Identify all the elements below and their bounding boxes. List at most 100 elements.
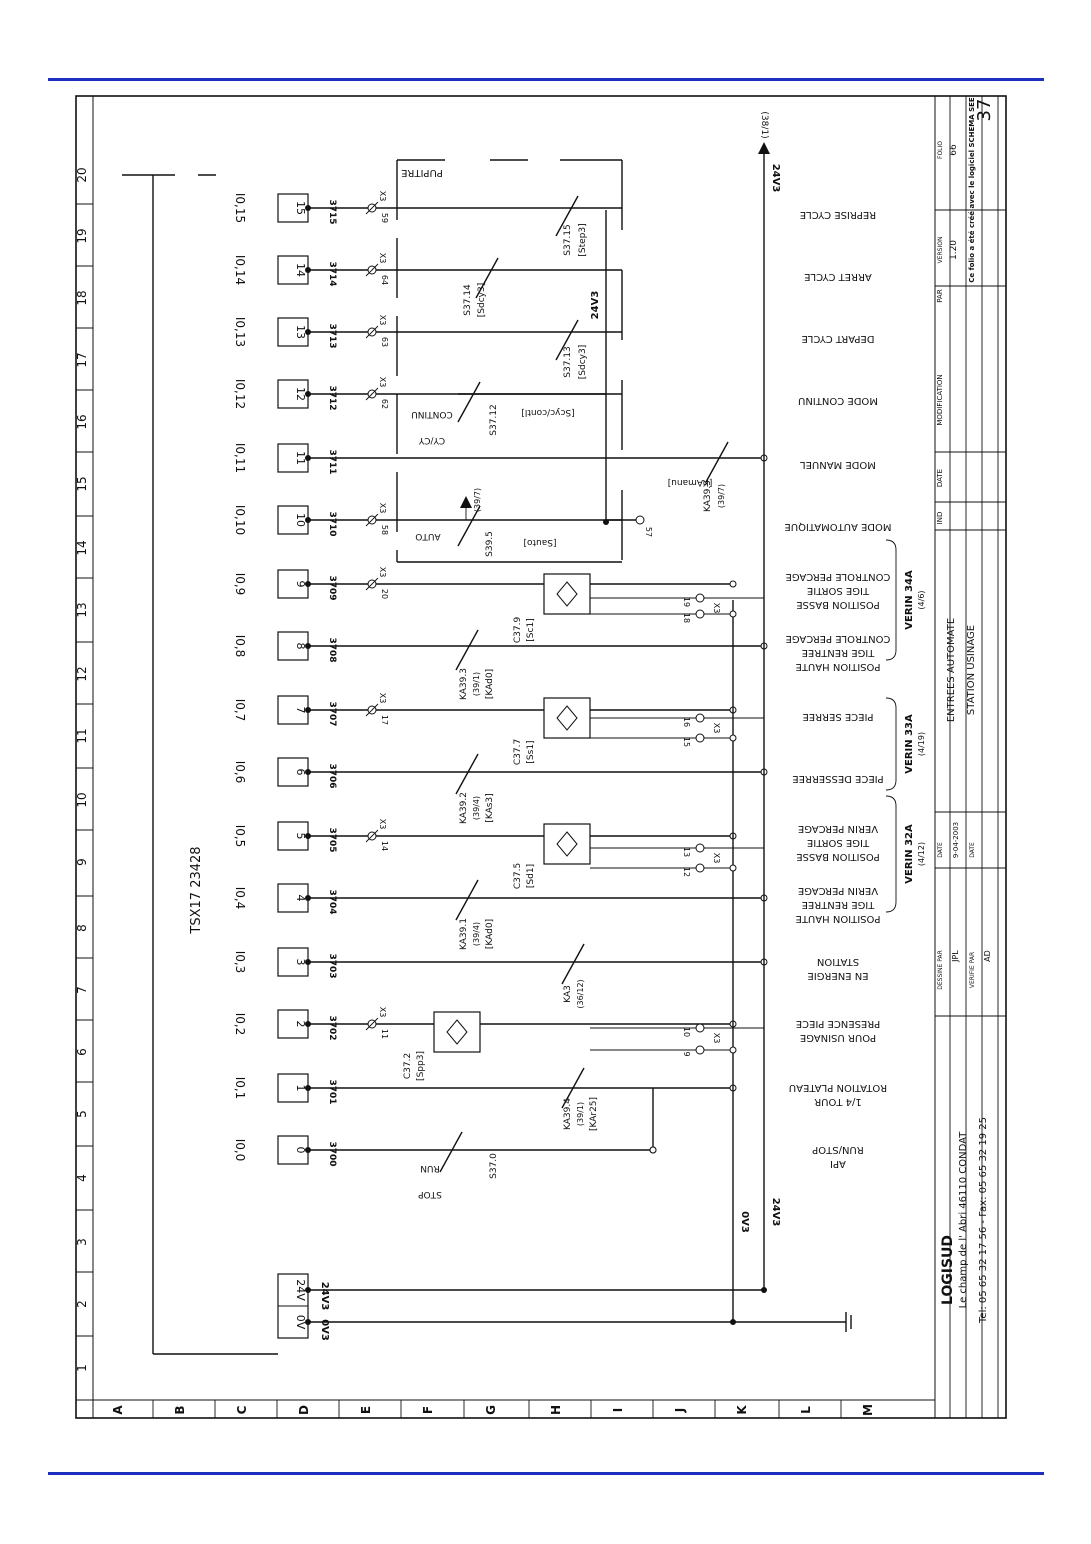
tb-date: 9-04-2003: [952, 822, 960, 858]
label-ka39-5-ref: (39/7): [717, 484, 726, 508]
group-2: VERIN 32A(4/12): [885, 795, 926, 913]
contact-blade: [555, 319, 579, 361]
col-ref-17: 17: [75, 352, 89, 367]
contact-ka39-4: [561, 1067, 585, 1109]
plc-input-terminal-number: 7: [294, 707, 307, 714]
s39-5-arrow: [460, 496, 472, 508]
contact-ka39-5: [705, 441, 729, 483]
group-ref: (4/6): [917, 590, 926, 609]
sensor-terminal-num: 18: [682, 613, 691, 623]
label-s37-15-tag: [Step3]: [578, 223, 588, 256]
wire-junction: [305, 1147, 311, 1153]
contact-blade: [561, 1067, 585, 1109]
label-ka39-5-tag: [KAmanu]: [668, 477, 713, 487]
input-wire-number: 3712: [327, 385, 337, 410]
input-description-line: REPRISE CYCLE: [800, 209, 876, 220]
tb-verifier: AD: [983, 950, 992, 962]
plc-input-address: I0,1: [233, 1077, 247, 1100]
bus-junction: [729, 580, 737, 588]
col-ref-4: 4: [75, 1174, 89, 1182]
label-s37-15: S37.15: [563, 224, 573, 255]
row-ref-J: J: [673, 1408, 687, 1413]
input-wire-number: 3709: [327, 575, 337, 600]
input-description-line: PIECE SERREE: [803, 711, 874, 722]
group-brace: [885, 697, 897, 791]
plc-input-address: I0,8: [233, 635, 247, 658]
plc-input-address: I0,3: [233, 951, 247, 974]
switch-s37-13: [555, 319, 579, 361]
tb-dessine-par: DESSINE PAR: [937, 950, 944, 990]
input-wire-number: 3705: [327, 827, 337, 852]
terminal-x3-sensor: [695, 593, 705, 603]
plc-input-terminal: [277, 883, 309, 913]
col-ref-16: 16: [75, 414, 89, 429]
row-ref-L: L: [799, 1406, 813, 1414]
pupitre-feed-label: 24V3: [590, 291, 601, 320]
tb-col-modif: MODIFICATION: [936, 374, 944, 425]
tb-folio-label: FOLIO: [937, 141, 944, 159]
terminal-x3-label: X3: [378, 191, 387, 202]
group-0: VERIN 34A(4/6): [885, 539, 926, 661]
terminal-x3-number: 17: [380, 715, 389, 725]
contact-blade: [455, 753, 479, 795]
wire-label-24v3: 24V3: [319, 1282, 330, 1311]
input-description-line: MODE AUTOMATIQUE: [784, 521, 891, 532]
plc-input-terminal: [277, 379, 309, 409]
switch-s37-0: [439, 1131, 463, 1173]
group-brace: [885, 539, 897, 661]
input-description-line: POSITION BASSE: [796, 851, 880, 862]
terminal-x3-label: X3: [378, 567, 387, 578]
label-s39-5-ref: (39/7): [473, 488, 482, 512]
label-c37-5: C37.5: [513, 863, 523, 889]
label-s37-14: S37.14: [463, 284, 473, 316]
contact-blade: [561, 943, 585, 985]
label-ka39-3-ref: (39/1): [472, 672, 481, 696]
plc-input-address: I0,10: [233, 505, 247, 535]
col-ref-10: 10: [75, 792, 89, 807]
wire-junction: [305, 581, 311, 587]
col-ref-11: 11: [75, 728, 89, 743]
plc-input-terminal-number: 13: [294, 325, 307, 339]
input-description-line: POSITION HAUTE: [796, 913, 881, 924]
terminal-x3-slash: [365, 387, 379, 401]
label-s37-0-run: RUN: [420, 1163, 440, 1173]
sensor-terminal-num: 19: [682, 597, 691, 607]
contact-blade: [457, 381, 481, 423]
tb-version: 1.20: [949, 240, 959, 260]
bus-label-24v3-top: 24V3: [770, 164, 781, 193]
label-ka39-2-tag: [KAs3]: [485, 793, 495, 822]
label-ka39-3: KA39.3: [459, 668, 469, 700]
row-ref-F: F: [421, 1406, 435, 1414]
terminal-x3-slash: [365, 703, 379, 717]
group-ref: (4/19): [917, 732, 926, 756]
bottom-rule: [48, 1472, 1044, 1475]
plc-input-terminal-number: 1: [294, 1085, 307, 1092]
terminal-x3-slash: [365, 1017, 379, 1031]
tb-title-2: STATION USINAGE: [966, 625, 977, 715]
input-description-line: STATION: [817, 956, 859, 967]
plc-input-address: I0,5: [233, 825, 247, 848]
col-ref-7: 7: [75, 986, 89, 994]
row-ref-D: D: [297, 1405, 311, 1415]
input-description-line: PIECE DESSERREE: [792, 773, 883, 784]
contact-blade: [457, 505, 481, 547]
col-ref-15: 15: [75, 476, 89, 491]
pupitre-label: PUPITRE: [401, 167, 443, 178]
col-ref-6: 6: [75, 1048, 89, 1056]
wire-junction: [305, 643, 311, 649]
tb-version-label: VERSION: [937, 237, 944, 264]
plc-input-address: I0,11: [233, 443, 247, 473]
plc-input-address: I0,2: [233, 1013, 247, 1036]
switch-s37-12: [457, 381, 481, 423]
sensor-terminal-num: 9: [682, 1051, 691, 1056]
tb-title-1: ENTREES AUTOMATE: [946, 618, 957, 722]
contact-blade: [439, 1131, 463, 1173]
